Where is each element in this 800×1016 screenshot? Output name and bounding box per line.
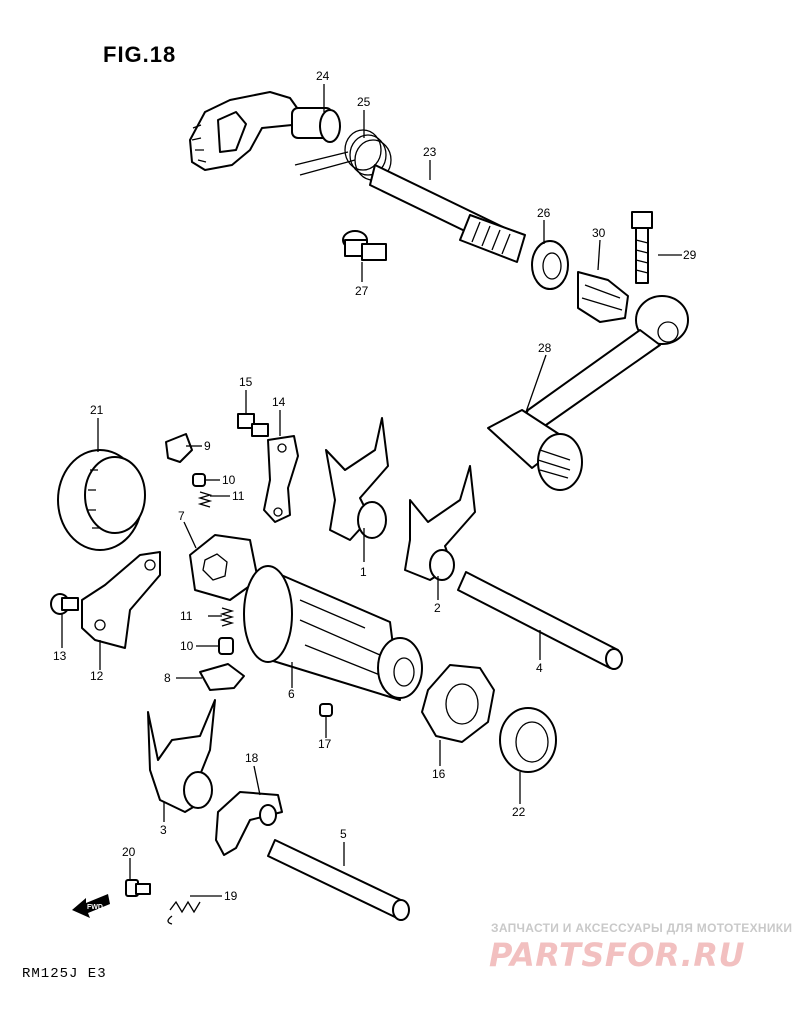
figure-title: FIG.18	[103, 42, 177, 67]
part-22-bearing	[499, 707, 557, 773]
part-29-bolt	[631, 211, 653, 284]
part-3-gearshift-fork	[147, 699, 216, 813]
label-part-11: 11	[232, 489, 245, 503]
part-30-rubber-boot	[577, 271, 629, 323]
label-part-1: 1	[360, 565, 367, 579]
label-part-12: 12	[90, 669, 104, 683]
label-part-28: 28	[538, 341, 552, 355]
part-10-pin	[192, 473, 206, 487]
part-23-shift-shaft	[369, 164, 526, 263]
label-part-15: 15	[239, 375, 253, 389]
label-part-24: 24	[316, 69, 330, 83]
part-11-spring-lower	[219, 607, 235, 627]
label-part-10: 10	[222, 473, 236, 487]
label-part-19: 19	[224, 889, 238, 903]
part-16-cam-stopper-star	[421, 664, 495, 743]
label-part-5: 5	[340, 827, 347, 841]
label-part-21: 21	[90, 403, 104, 417]
label-part-3: 3	[160, 823, 167, 837]
label-part-23: 23	[423, 145, 437, 159]
part-20-screw	[125, 879, 151, 897]
label-part-17: 17	[318, 737, 332, 751]
part-9-pawl	[165, 433, 193, 463]
label-part-27: 27	[355, 284, 369, 298]
part-13-screw	[50, 593, 79, 615]
label-part-7: 7	[178, 509, 185, 523]
label-part-10-lower: 10	[180, 639, 194, 653]
part-4-fork-shaft	[457, 571, 623, 670]
part-1-gearshift-fork	[325, 417, 389, 541]
label-part-9: 9	[204, 439, 211, 453]
label-part-18: 18	[245, 751, 259, 765]
label-part-13: 13	[53, 649, 67, 663]
fwd-label: FWD	[87, 904, 103, 911]
part-5-fork-shaft	[267, 839, 410, 921]
part-2-gearshift-fork	[404, 465, 476, 581]
part-10-pin-lower	[218, 637, 234, 655]
label-part-30: 30	[592, 226, 606, 240]
leader-lines	[61, 84, 682, 897]
label-part-16: 16	[432, 767, 446, 781]
part-27-bolt	[342, 230, 387, 261]
part-12-cam-guide	[81, 551, 161, 649]
label-part-4: 4	[536, 661, 543, 675]
part-24-shift-gear-segment	[189, 91, 341, 171]
model-code: RM125J E3	[22, 966, 107, 982]
label-part-26: 26	[537, 206, 551, 220]
part-17-pin	[319, 703, 333, 717]
label-part-25: 25	[357, 95, 371, 109]
label-part-2: 2	[434, 601, 441, 615]
part-26-oil-seal	[531, 240, 569, 290]
part-6-gearshift-cam	[243, 565, 423, 701]
watermark-tagline: ЗАПЧАСТИ И АКСЕССУАРЫ ДЛЯ МОТОТЕХНИКИ	[491, 921, 793, 935]
label-part-6: 6	[288, 687, 295, 701]
label-part-11-lower: 11	[180, 609, 193, 623]
part-28-gearshift-lever	[487, 295, 689, 491]
label-part-29: 29	[683, 248, 697, 262]
part-19-spring	[167, 900, 201, 925]
label-part-8: 8	[164, 671, 171, 685]
part-21-needle-bearing	[57, 449, 146, 551]
part-number-labels: 24 25 23 26 30 29 27 28 15 14 21 9 10 11…	[53, 69, 697, 903]
fwd-arrow-icon: FWD	[72, 894, 110, 918]
part-11-spring	[197, 491, 213, 508]
part-8-pawl-lower	[199, 663, 245, 691]
watermark-brand-logo: PARTSFOR.RU	[489, 936, 745, 974]
label-part-20: 20	[122, 845, 136, 859]
label-part-14: 14	[272, 395, 286, 409]
part-18-shift-arm	[215, 791, 283, 856]
part-15-screw	[237, 413, 269, 437]
part-14-cam-stopper-plate	[263, 435, 299, 523]
label-part-22: 22	[512, 805, 526, 819]
